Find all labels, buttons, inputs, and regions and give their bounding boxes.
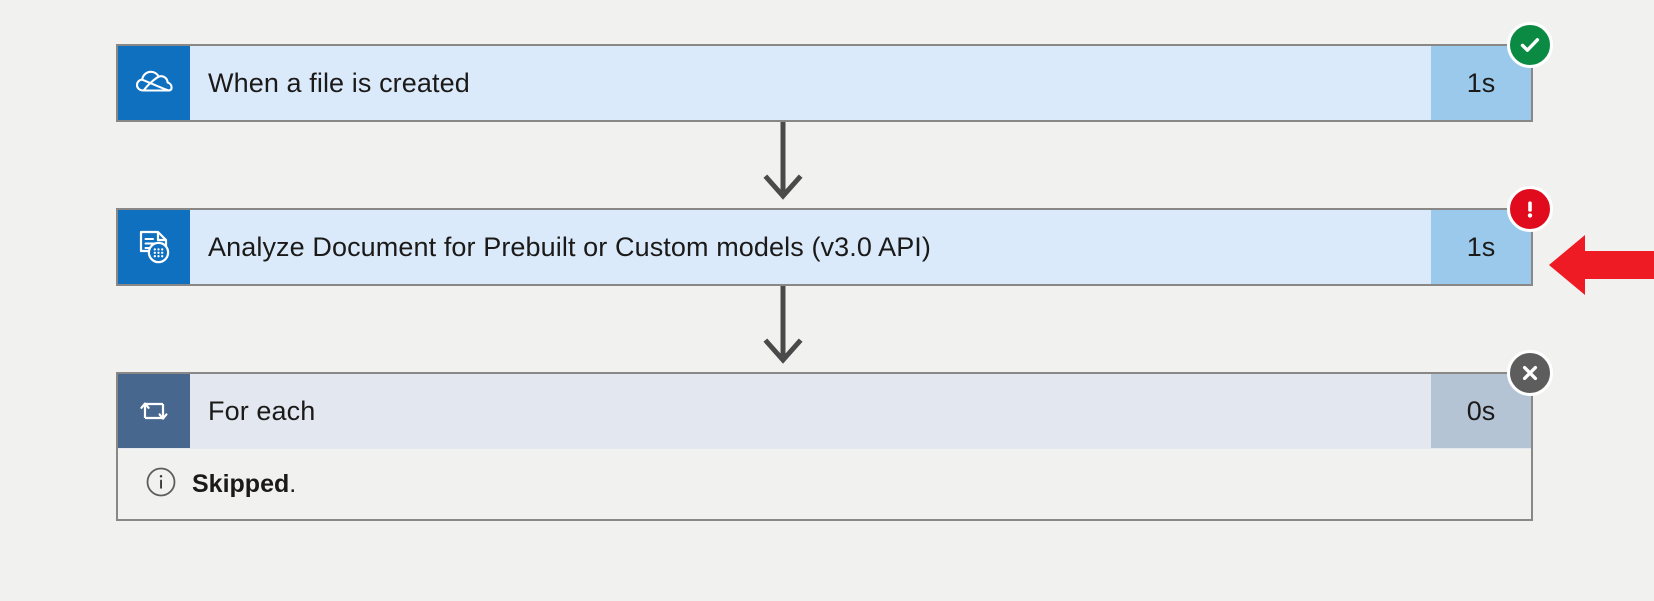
- loop-repeat-icon: [118, 374, 190, 448]
- onedrive-cloud-icon: [118, 46, 190, 120]
- skipped-label: Skipped: [192, 469, 290, 498]
- step-header[interactable]: For each 0s: [118, 374, 1531, 448]
- close-x-icon: [1522, 365, 1538, 381]
- workflow-step-for-each[interactable]: For each 0s Skipped.: [116, 350, 1553, 521]
- status-badge-skipped: [1507, 350, 1553, 396]
- red-left-arrow-annotation: [1547, 232, 1654, 303]
- step-title: For each: [208, 395, 316, 426]
- step-detail-message: Skipped.: [118, 448, 1531, 519]
- workflow-step-when-a-file-is-created[interactable]: When a file is created 1s: [116, 22, 1553, 122]
- step-duration: 0s: [1431, 374, 1531, 448]
- exclamation-icon: [1527, 201, 1533, 218]
- connector-arrow-2: [757, 286, 809, 375]
- workflow-step-analyze-document[interactable]: Analyze Document for Prebuilt or Custom …: [116, 186, 1553, 286]
- form-recognizer-document-icon: [118, 210, 190, 284]
- skipped-suffix: .: [289, 469, 297, 498]
- status-badge-failed: [1507, 186, 1553, 232]
- step-header[interactable]: Analyze Document for Prebuilt or Custom …: [118, 210, 1531, 284]
- info-circle-icon: [144, 465, 178, 504]
- status-badge-succeeded: [1507, 22, 1553, 68]
- connector-arrow-1: [757, 122, 809, 211]
- skipped-message: Skipped.: [192, 470, 296, 499]
- step-title: Analyze Document for Prebuilt or Custom …: [208, 231, 931, 262]
- step-title: When a file is created: [208, 67, 470, 98]
- check-icon: [1520, 38, 1540, 52]
- step-header[interactable]: When a file is created 1s: [118, 46, 1531, 120]
